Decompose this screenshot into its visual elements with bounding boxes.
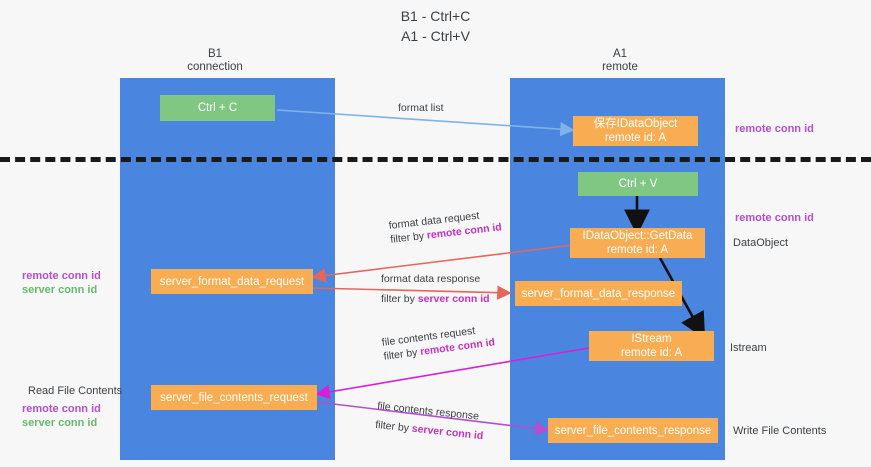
- edge-label-format-list: format list: [398, 101, 444, 115]
- node-ctrl-c[interactable]: Ctrl + C: [160, 95, 275, 121]
- edge-label-format-list-line1: format list: [398, 102, 444, 114]
- node-server-format-data-request[interactable]: server_format_data_request: [151, 269, 313, 294]
- lane-title-a1: A1 remote: [550, 48, 690, 74]
- side-label-remote-conn-id-1: remote conn id: [22, 270, 101, 282]
- edge-label-fcres-prefix: filter by: [374, 418, 413, 435]
- node-ctrl-v-label: Ctrl + V: [618, 178, 658, 190]
- edge-label-file-contents-request: file contents request filter by remote c…: [381, 321, 496, 363]
- node-ctrl-v[interactable]: Ctrl + V: [578, 172, 698, 196]
- lane-title-b1: B1 connection: [145, 48, 285, 74]
- side-label-remote-conn-id-top: remote conn id: [735, 123, 814, 135]
- node-save-idataobject[interactable]: 保存IDataObject remote id: A: [573, 116, 698, 146]
- edge-label-fcres-highlight: server conn id: [411, 422, 484, 443]
- lane-title-a1-line1: A1: [612, 48, 628, 60]
- title-line-2: A1 - Ctrl+V: [401, 28, 470, 44]
- edge-label-format-data-request: format data request filter by remote con…: [388, 206, 502, 247]
- edge-label-format-data-response-line2: filter by server conn id: [381, 292, 490, 306]
- side-label-server-conn-id-2: server conn id: [22, 417, 98, 429]
- node-server-file-contents-response-label: server_file_contents_response: [554, 424, 712, 437]
- node-server-format-data-request-label: server_format_data_request: [159, 275, 305, 288]
- node-istream[interactable]: IStream remote id: A: [589, 331, 714, 361]
- node-save-idataobject-line1: 保存IDataObject: [593, 118, 678, 130]
- node-istream-line2: remote id: A: [620, 347, 683, 359]
- lane-title-a1-line2: remote: [602, 61, 638, 73]
- page-title: B1 - Ctrl+C A1 - Ctrl+V: [0, 6, 871, 46]
- side-label-remote-conn-id-2: remote conn id: [22, 403, 101, 415]
- node-ctrl-c-label: Ctrl + C: [197, 102, 238, 114]
- edge-label-format-data-response-line1: format data response: [381, 273, 481, 285]
- title-line-1: B1 - Ctrl+C: [400, 8, 471, 24]
- side-label-read-file-contents: Read File Contents: [28, 385, 123, 397]
- edge-label-fdres-prefix: filter by: [381, 293, 418, 305]
- edge-label-file-contents-response: file contents response filter by server …: [375, 399, 486, 443]
- side-label-istream: Istream: [730, 342, 767, 354]
- node-idataobject-getdata-line2: remote id: A: [606, 244, 669, 256]
- side-label-write-file-contents: Write File Contents: [733, 425, 827, 437]
- node-istream-line1: IStream: [631, 333, 672, 345]
- node-server-file-contents-request[interactable]: server_file_contents_request: [151, 385, 317, 410]
- edge-label-fdreq-prefix: filter by: [389, 229, 428, 246]
- edge-label-format-data-response: format data response filter by server co…: [381, 272, 490, 306]
- edge-label-fdres-highlight: server conn id: [417, 293, 490, 305]
- side-label-dataobject: DataObject: [733, 237, 789, 249]
- node-server-file-contents-response[interactable]: server_file_contents_response: [548, 418, 718, 443]
- lane-title-b1-line2: connection: [187, 61, 243, 73]
- node-server-format-data-response[interactable]: server_format_data_response: [515, 281, 682, 306]
- side-label-server-conn-id-1: server conn id: [22, 284, 98, 296]
- lane-title-b1-line1: B1: [207, 48, 223, 60]
- node-server-format-data-response-label: server_format_data_response: [521, 287, 676, 300]
- node-idataobject-getdata[interactable]: IDataObject::GetData remote id: A: [570, 228, 705, 258]
- node-save-idataobject-line2: remote id: A: [604, 132, 667, 144]
- side-label-remote-conn-id-mid: remote conn id: [735, 212, 814, 224]
- node-idataobject-getdata-line1: IDataObject::GetData: [582, 230, 693, 242]
- node-server-file-contents-request-label: server_file_contents_request: [160, 391, 308, 404]
- phase-divider: [0, 157, 871, 162]
- edge-label-fcreq-prefix: filter by: [382, 346, 421, 363]
